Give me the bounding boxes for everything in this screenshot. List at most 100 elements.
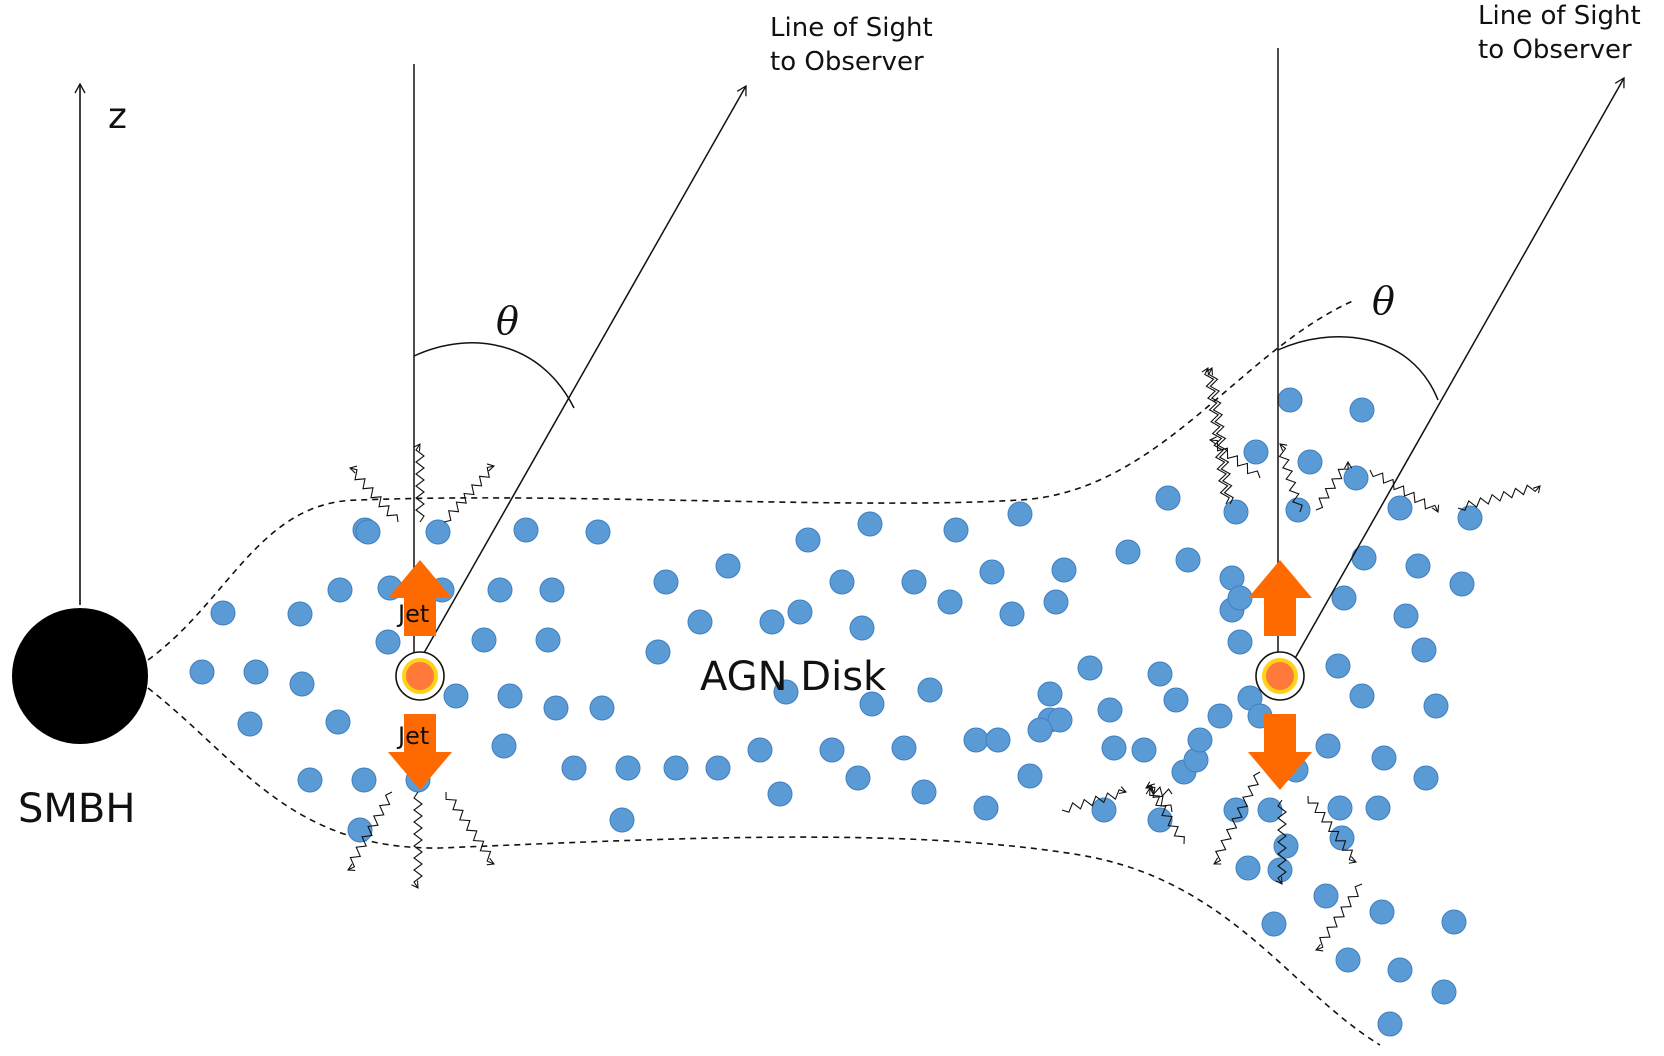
photon-icon bbox=[1457, 484, 1541, 511]
gas-blob bbox=[1047, 707, 1073, 733]
gas-blob bbox=[243, 659, 269, 685]
gas-blob bbox=[189, 659, 215, 685]
gas-blob bbox=[487, 577, 513, 603]
gas-blob bbox=[1313, 883, 1339, 909]
photon-icon bbox=[445, 791, 496, 866]
z-axis-label: z bbox=[108, 96, 127, 137]
photon-icon bbox=[1369, 469, 1440, 513]
gas-blob bbox=[1441, 909, 1467, 935]
gas-blob bbox=[979, 559, 1005, 585]
photon-arrows bbox=[347, 367, 1541, 952]
gas-blob bbox=[1325, 653, 1351, 679]
left-jet-down-label: Jet bbox=[396, 722, 429, 750]
gas-blob bbox=[1223, 797, 1249, 823]
gas-blob bbox=[1257, 797, 1283, 823]
photon-icon bbox=[411, 791, 423, 889]
gas-blob bbox=[687, 609, 713, 635]
gas-blob bbox=[355, 519, 381, 545]
gas-blob bbox=[911, 779, 937, 805]
gas-blob bbox=[425, 519, 451, 545]
gas-blob bbox=[1027, 717, 1053, 743]
gas-blob bbox=[985, 727, 1011, 753]
gas-blob bbox=[759, 609, 785, 635]
right-theta-label: θ bbox=[1372, 279, 1395, 323]
gas-blob bbox=[857, 511, 883, 537]
left-los-label-line2: to Observer bbox=[770, 47, 924, 77]
gas-blob bbox=[210, 600, 236, 626]
right-jet-down-arrow bbox=[1248, 714, 1312, 790]
gas-blob bbox=[859, 691, 885, 717]
gas-blob bbox=[1187, 727, 1213, 753]
gas-blob bbox=[1175, 547, 1201, 573]
right-theta-arc bbox=[1277, 335, 1439, 401]
photon-icon bbox=[1278, 443, 1303, 513]
right-jet-up-arrow bbox=[1248, 560, 1312, 636]
gas-blob bbox=[443, 683, 469, 709]
gas-blob bbox=[237, 711, 263, 737]
gas-blob bbox=[645, 639, 671, 665]
gas-blob bbox=[819, 737, 845, 763]
gas-blob bbox=[347, 817, 373, 843]
gas-blob bbox=[535, 627, 561, 653]
gas-blob bbox=[609, 807, 635, 833]
photon-icon bbox=[1205, 367, 1234, 505]
gas-blob bbox=[1267, 857, 1293, 883]
left-jet-up-label: Jet bbox=[396, 600, 429, 628]
gas-blob bbox=[1315, 733, 1341, 759]
gas-blob bbox=[1423, 693, 1449, 719]
gas-blob bbox=[1243, 439, 1269, 465]
gas-blob bbox=[1343, 465, 1369, 491]
photon-icon bbox=[1315, 460, 1353, 511]
gas-blob bbox=[1077, 655, 1103, 681]
gas-blob bbox=[1393, 603, 1419, 629]
gas-blob bbox=[615, 755, 641, 781]
gas-blob bbox=[943, 517, 969, 543]
gas-blob bbox=[471, 627, 497, 653]
gas-blob bbox=[1405, 553, 1431, 579]
gas-blob bbox=[1235, 855, 1261, 881]
gas-blob bbox=[937, 589, 963, 615]
gas-blob bbox=[1411, 637, 1437, 663]
gas-blob bbox=[1115, 539, 1141, 565]
gas-blob bbox=[1155, 485, 1181, 511]
gas-blob bbox=[1351, 545, 1377, 571]
smbh-icon bbox=[12, 608, 148, 744]
gas-blob bbox=[663, 755, 689, 781]
gas-blob bbox=[891, 735, 917, 761]
gas-blob bbox=[705, 755, 731, 781]
gas-blob bbox=[1227, 629, 1253, 655]
gas-blob bbox=[289, 671, 315, 697]
gas-blob bbox=[1413, 765, 1439, 791]
gas-blob bbox=[1097, 697, 1123, 723]
gas-blob bbox=[1273, 833, 1299, 859]
left-los-label-line1: Line of Sight bbox=[770, 13, 933, 43]
smbh-label: SMBH bbox=[18, 786, 135, 832]
gas-blob bbox=[351, 767, 377, 793]
gas-blob bbox=[1147, 807, 1173, 833]
gas-blob bbox=[999, 601, 1025, 627]
gas-blob bbox=[767, 781, 793, 807]
gas-blob bbox=[1335, 947, 1361, 973]
gas-blob bbox=[715, 553, 741, 579]
gas-blob bbox=[327, 577, 353, 603]
photon-icon bbox=[348, 465, 399, 523]
gas-blob bbox=[849, 615, 875, 641]
gas-blob bbox=[1387, 957, 1413, 983]
gas-blob bbox=[1387, 495, 1413, 521]
photon-icon bbox=[443, 463, 496, 523]
gas-blob bbox=[1277, 387, 1303, 413]
gas-blob bbox=[1457, 505, 1483, 531]
gas-blob bbox=[787, 599, 813, 625]
right-line-of-sight bbox=[1284, 76, 1625, 677]
gas-blob bbox=[1369, 899, 1395, 925]
gas-blob bbox=[297, 767, 323, 793]
gas-blob bbox=[1449, 571, 1475, 597]
photon-icon bbox=[1314, 883, 1363, 952]
gas-blob bbox=[1365, 795, 1391, 821]
photon-icon bbox=[1061, 786, 1128, 813]
gas-blob bbox=[653, 569, 679, 595]
gas-blobs bbox=[189, 387, 1483, 1037]
gas-blob bbox=[1207, 703, 1233, 729]
gas-blob bbox=[585, 519, 611, 545]
